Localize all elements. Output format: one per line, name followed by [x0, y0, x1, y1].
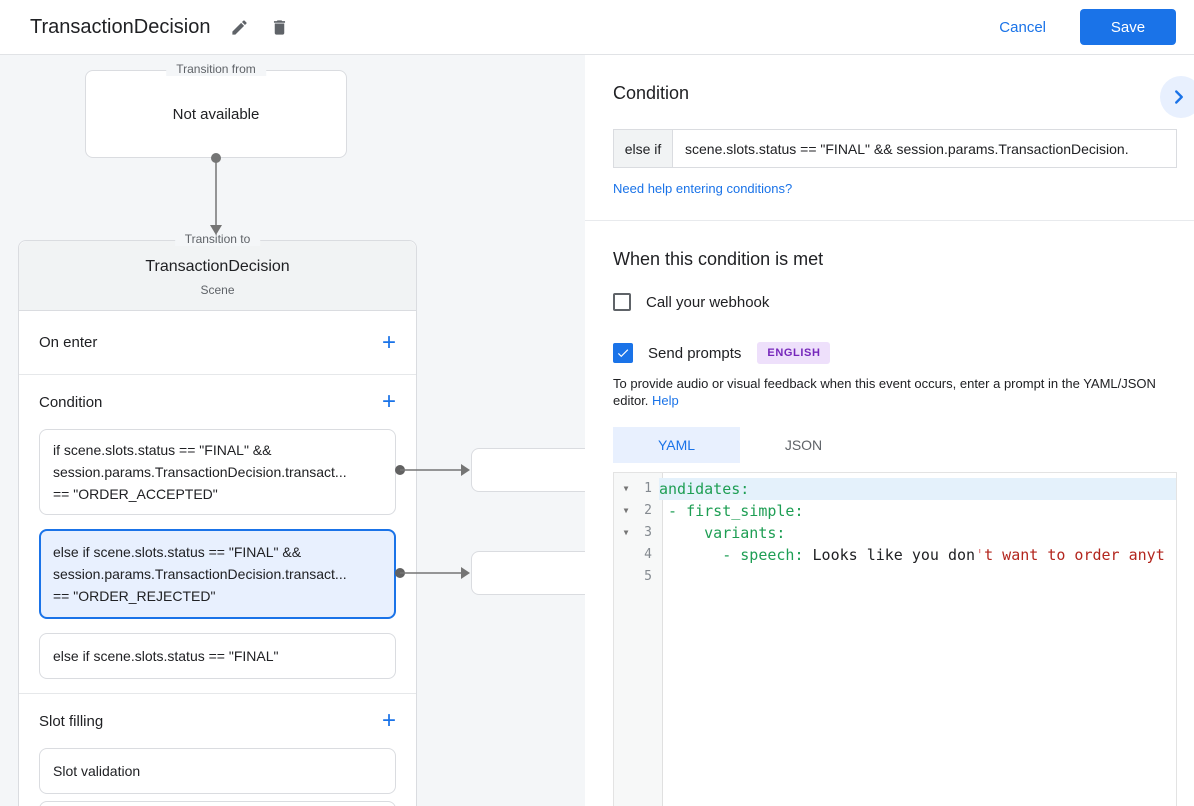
partial-card[interactable] — [39, 801, 396, 806]
editor-code-area[interactable]: ▼ 1 andidates: ▼ 2 - first_simple: ▼ 3 v… — [614, 473, 1176, 588]
fold-spacer — [614, 566, 638, 588]
condition-card-line: if scene.slots.status == "FINAL" && — [53, 442, 272, 458]
transition-to-label: Transition to — [174, 232, 261, 246]
fold-spacer — [614, 544, 638, 566]
checkmark-icon — [617, 349, 629, 358]
code-token: andidates: — [659, 480, 750, 498]
transition-target-box-1[interactable] — [471, 448, 585, 492]
editor-tabs: YAML JSON — [613, 427, 867, 463]
scene-card: Transition to TransactionDecision Scene … — [18, 232, 417, 806]
prompt-description: To provide audio or visual feedback when… — [613, 375, 1169, 409]
webhook-checkbox[interactable] — [613, 293, 631, 311]
scene-subtitle: Scene — [200, 283, 235, 297]
condition-section-header: Condition + — [19, 375, 416, 429]
webhook-checkbox-row: Call your webhook — [613, 293, 769, 311]
condition-card-line: session.params.TransactionDecision.trans… — [53, 566, 347, 582]
condition-expression-row: else if — [613, 129, 1177, 168]
line-number: 3 — [644, 525, 652, 540]
transition-from-label: Transition from — [166, 62, 266, 76]
condition-card-final[interactable]: else if scene.slots.status == "FINAL" — [39, 633, 396, 679]
scene-title: TransactionDecision — [145, 258, 290, 275]
condition-detail-panel: Condition else if Need help entering con… — [585, 55, 1194, 806]
yaml-editor[interactable]: ▼ 1 andidates: ▼ 2 - first_simple: ▼ 3 v… — [613, 472, 1177, 806]
code-token: Looks like you don — [803, 546, 976, 564]
code-line-4: 4 - speech: Looks like you don't want to… — [614, 544, 1176, 566]
condition-card-line: else if scene.slots.status == "FINAL" && — [53, 544, 302, 560]
transition-from-box: Transition from Not available — [85, 62, 347, 158]
code-line-2: ▼ 2 - first_simple: — [614, 500, 1176, 522]
fold-arrow-icon[interactable]: ▼ — [623, 528, 629, 537]
language-badge: ENGLISH — [757, 342, 831, 364]
condition-card-line: == "ORDER_ACCEPTED" — [53, 486, 218, 502]
tab-yaml[interactable]: YAML — [613, 427, 740, 463]
editor-gutter — [614, 473, 663, 806]
fold-arrow-icon[interactable]: ▼ — [623, 484, 629, 493]
code-line-3: ▼ 3 variants: — [614, 522, 1176, 544]
on-enter-title: On enter — [39, 334, 98, 351]
slot-filling-section-header: Slot filling + — [19, 694, 416, 748]
transition-from-value: Not available — [172, 105, 260, 123]
code-token: - speech: — [659, 546, 804, 564]
condition-expression-input[interactable] — [672, 129, 1177, 168]
condition-card-line: == "ORDER_REJECTED" — [53, 588, 216, 604]
on-enter-section: On enter + — [19, 311, 416, 375]
panel-divider — [585, 220, 1194, 221]
slot-filling-title: Slot filling — [39, 712, 104, 730]
condition-card-line: else if scene.slots.status == "FINAL" — [53, 648, 279, 664]
send-prompts-checkbox-row: Send prompts ENGLISH — [613, 342, 831, 364]
save-button[interactable]: Save — [1080, 9, 1176, 45]
tab-json[interactable]: JSON — [784, 437, 823, 453]
send-prompts-checkbox[interactable] — [613, 343, 633, 363]
slot-validation-label: Slot validation — [53, 763, 141, 779]
section-divider — [19, 693, 416, 694]
send-prompts-label: Send prompts — [648, 344, 742, 362]
add-slot-icon[interactable]: + — [381, 707, 396, 734]
code-token: ' — [975, 546, 985, 564]
code-line-1: ▼ 1 andidates: — [614, 478, 1176, 500]
fold-arrow-icon[interactable]: ▼ — [623, 506, 629, 515]
top-bar: TransactionDecision Cancel Save — [0, 0, 1194, 55]
panel-condition-heading: Condition — [613, 83, 690, 103]
when-met-heading: When this condition is met — [613, 249, 824, 269]
add-on-enter-icon[interactable]: + — [381, 328, 396, 356]
condition-section-title: Condition — [39, 393, 103, 411]
line-number: 1 — [644, 481, 652, 496]
condition-card-line: session.params.TransactionDecision.trans… — [53, 464, 347, 480]
line-number: 4 — [644, 547, 652, 562]
collapse-panel-button[interactable] — [1160, 76, 1194, 118]
cancel-button[interactable]: Cancel — [999, 18, 1046, 36]
flow-canvas: Transition from Not available Transition… — [0, 55, 585, 806]
scene-card-header: TransactionDecision Scene — [19, 241, 416, 311]
code-token: t want to order anyt — [984, 546, 1165, 564]
prompt-help-link[interactable]: Help — [652, 393, 679, 408]
add-condition-icon[interactable]: + — [381, 388, 396, 415]
slot-validation-card[interactable]: Slot validation — [39, 748, 396, 794]
condition-prefix: else if — [613, 129, 673, 168]
line-number: 2 — [644, 503, 652, 518]
conditions-help-link[interactable]: Need help entering conditions? — [613, 181, 793, 196]
code-line-5: 5 — [614, 566, 1176, 588]
page-title: TransactionDecision — [30, 15, 211, 38]
delete-icon[interactable] — [270, 17, 290, 37]
condition-card-order-accepted[interactable]: if scene.slots.status == "FINAL" && sess… — [39, 429, 396, 515]
code-token: variants: — [659, 524, 786, 542]
edit-icon[interactable] — [230, 17, 250, 37]
code-token: - first_simple: — [659, 502, 804, 520]
chevron-right-icon — [1175, 90, 1183, 104]
condition-card-order-rejected-selected[interactable]: else if scene.slots.status == "FINAL" &&… — [39, 529, 396, 619]
line-number: 5 — [644, 569, 652, 584]
webhook-label: Call your webhook — [646, 293, 770, 311]
prompt-description-text: To provide audio or visual feedback when… — [613, 376, 1156, 408]
transition-target-box-2[interactable] — [471, 551, 585, 595]
